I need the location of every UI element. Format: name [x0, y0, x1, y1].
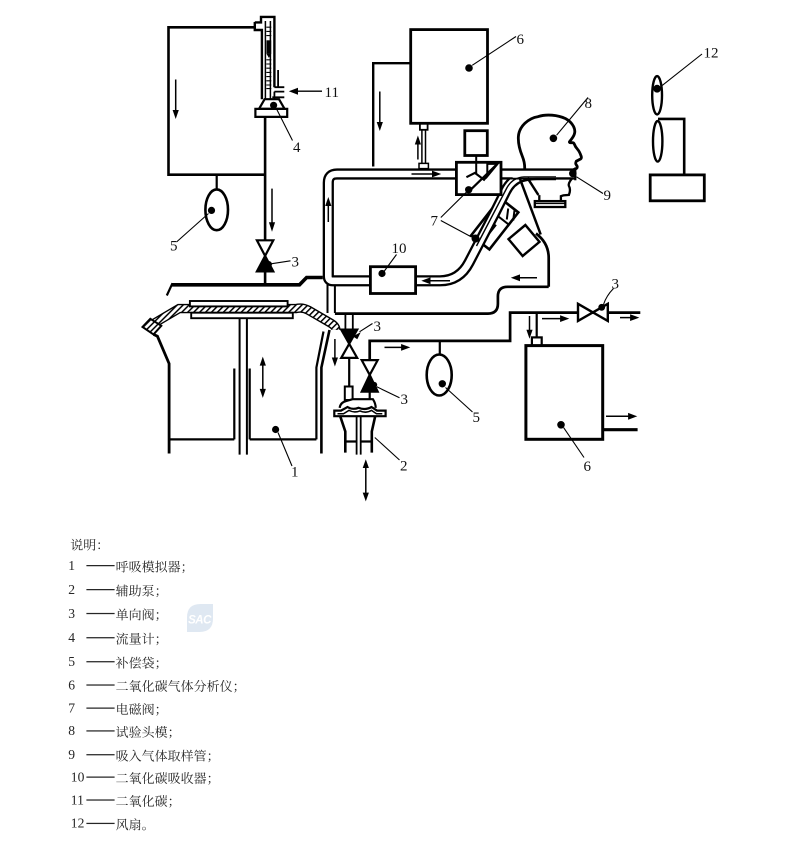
- svg-text:9: 9: [68, 747, 75, 762]
- svg-text:1: 1: [291, 465, 299, 481]
- svg-text:3: 3: [374, 319, 382, 335]
- svg-text:3: 3: [292, 255, 300, 271]
- svg-text:2: 2: [68, 582, 75, 597]
- svg-text:7: 7: [68, 700, 75, 715]
- svg-text:8: 8: [585, 96, 593, 112]
- svg-text:7: 7: [431, 214, 439, 230]
- svg-text:1: 1: [68, 558, 75, 573]
- svg-text:4: 4: [293, 140, 301, 156]
- svg-text:6: 6: [68, 677, 75, 692]
- svg-text:4: 4: [68, 630, 75, 645]
- svg-text:3: 3: [68, 606, 75, 621]
- svg-text:3: 3: [612, 277, 620, 293]
- svg-text:11: 11: [325, 85, 339, 101]
- svg-text:10: 10: [71, 769, 85, 784]
- svg-text:8: 8: [68, 723, 75, 738]
- svg-text:5: 5: [68, 654, 75, 669]
- svg-text:2: 2: [400, 459, 408, 475]
- svg-text:6: 6: [584, 459, 592, 475]
- svg-text:10: 10: [392, 241, 407, 257]
- svg-text:3: 3: [401, 392, 409, 408]
- svg-text:5: 5: [170, 239, 178, 255]
- svg-text:6: 6: [517, 32, 525, 48]
- svg-text:12: 12: [704, 46, 719, 62]
- svg-text:SAC: SAC: [188, 615, 212, 627]
- svg-text:5: 5: [473, 410, 481, 426]
- svg-text:12: 12: [71, 816, 85, 831]
- svg-text:9: 9: [604, 188, 612, 204]
- svg-text:11: 11: [71, 792, 84, 807]
